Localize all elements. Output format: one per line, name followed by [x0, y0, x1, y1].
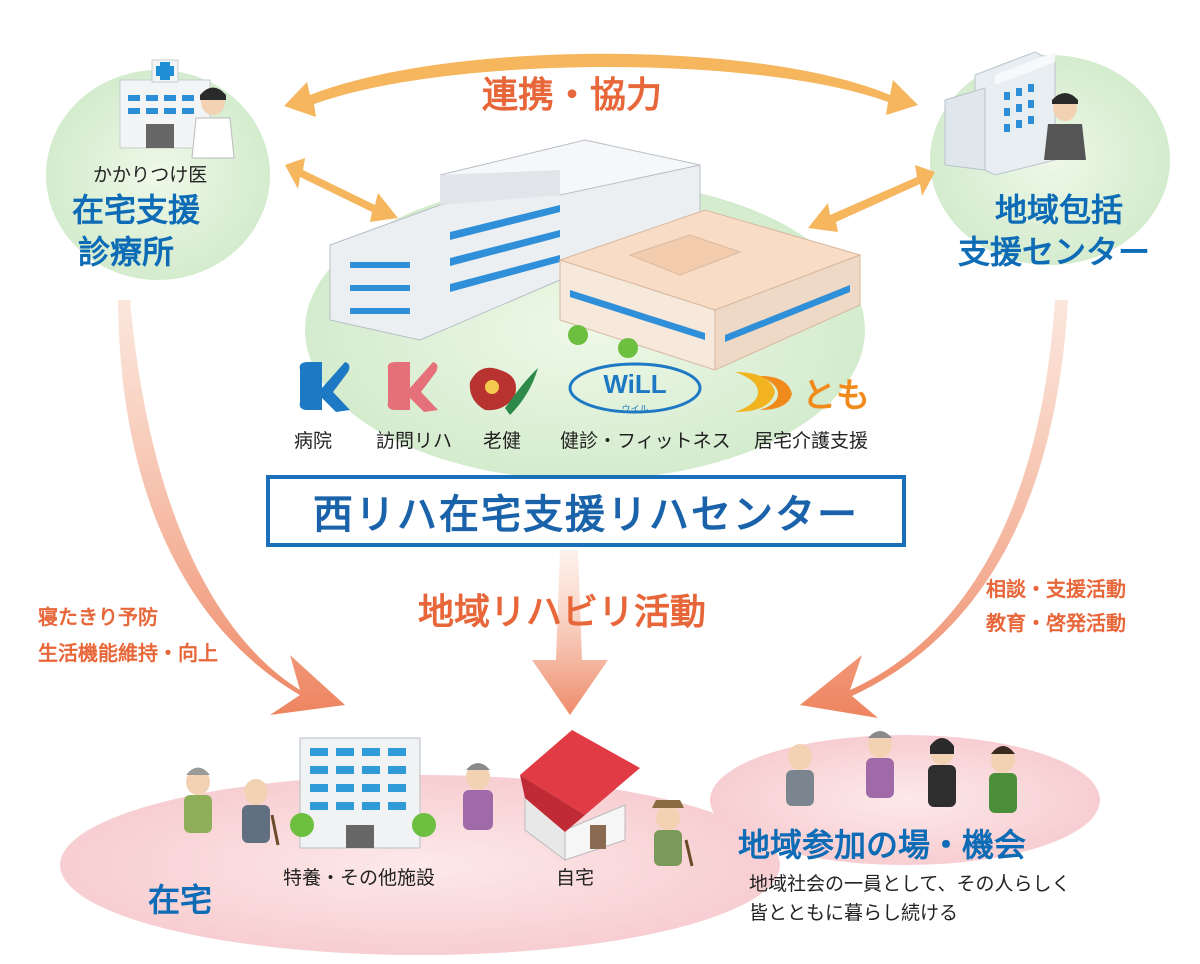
svg-text:ウイル: ウイル	[621, 404, 648, 415]
hospital-complex-icon	[329, 139, 862, 371]
cooperation-label: 連携・協力	[482, 75, 663, 116]
service-label-hospital: 病院	[294, 430, 333, 452]
facility-building-icon	[290, 737, 436, 849]
clinic-name-line1: 在宅支援	[72, 191, 201, 229]
staff-figure-icon	[1044, 93, 1086, 160]
svg-text:WiLL: WiLL	[603, 369, 666, 399]
zaitaku-label: 在宅	[148, 881, 213, 919]
doctor-figure-icon	[191, 87, 235, 159]
right-activity-2: 教育・啓発活動	[986, 611, 1126, 635]
top-double-arrow	[284, 53, 918, 117]
support-center-name-line1: 地域包括	[995, 191, 1124, 229]
facility-label: 特養・その他施設	[283, 867, 436, 889]
right-activity-1: 相談・支援活動	[986, 577, 1126, 601]
left-curved-arrow	[118, 300, 345, 715]
support-center-name-line2: 支援センター	[958, 233, 1151, 271]
own-home-label: 自宅	[556, 867, 595, 889]
community-title: 地域参加の場・機会	[738, 826, 1027, 864]
right-curved-arrow	[800, 300, 1068, 718]
center-down-arrow	[532, 550, 608, 715]
left-activity-1: 寝たきり予防	[38, 605, 158, 629]
community-people-icon	[786, 731, 1017, 813]
house-icon	[520, 730, 640, 861]
hospital-k-logo-icon	[299, 362, 350, 412]
elderly-man-hat-figure-icon	[652, 800, 694, 867]
svg-text:とも: とも	[802, 376, 870, 416]
elderly-woman-purple-figure-icon	[463, 763, 493, 830]
support-center-building-icon	[944, 51, 1056, 176]
service-label-rouken: 老健	[483, 430, 522, 452]
left-activity-2: 生活機能維持・向上	[38, 641, 218, 665]
center-title-box: 西リハ在宅支援リハセンター	[266, 475, 906, 547]
elderly-woman-figure-icon	[184, 767, 212, 833]
service-label-fitness: 健診・フィットネス	[560, 430, 731, 452]
clinic-caption: かかりつけ医	[93, 164, 208, 186]
tomo-logo-icon: とも	[735, 372, 870, 416]
support-double-arrow	[808, 165, 935, 232]
visit-rehab-k-logo-icon	[387, 362, 438, 412]
clinic-double-arrow	[285, 158, 398, 222]
center-title: 西リハ在宅支援リハセンター	[313, 492, 859, 538]
clinic-name-line2: 診療所	[78, 233, 175, 271]
community-rehab-label: 地域リハビリ活動	[418, 592, 707, 633]
service-label-visit-rehab: 訪問リハ	[376, 430, 453, 452]
clinic-building-icon	[119, 59, 211, 149]
community-description-line2: 皆とともに暮らし続ける	[749, 902, 959, 924]
elderly-man-cane-figure-icon	[242, 779, 280, 846]
community-description-line1: 地域社会の一員として、その人らしく	[749, 873, 1071, 895]
service-label-care-support: 居宅介護支援	[754, 430, 869, 452]
rouken-logo-icon	[469, 367, 538, 415]
will-logo-icon: WiLL ウイル	[568, 362, 702, 415]
